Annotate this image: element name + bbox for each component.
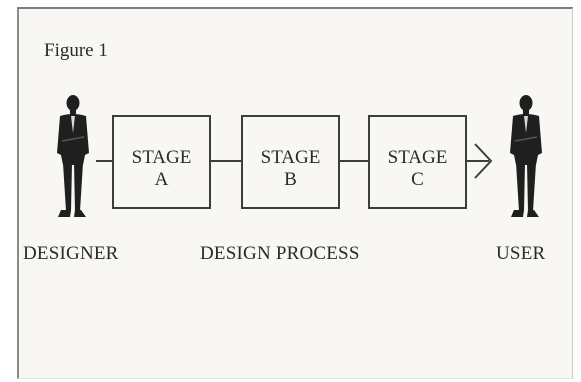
stage-b-box: STAGE B [241,115,340,209]
stage-c-line2: C [370,169,465,191]
connector-line [96,160,113,162]
stage-b-line1: STAGE [243,147,338,169]
designer-person-icon [52,93,94,228]
stage-b-line2: B [243,169,338,191]
user-person-icon [505,93,547,228]
stage-c-box: STAGE C [368,115,467,209]
stage-a-line1: STAGE [114,147,209,169]
connector-line [211,160,242,162]
figure-label: Figure 1 [44,40,108,62]
designer-label: DESIGNER [23,243,119,265]
stage-a-box: STAGE A [112,115,211,209]
user-label: USER [496,243,545,265]
arrow-head-icon [465,140,495,184]
stage-c-line1: STAGE [370,147,465,169]
stage-a-line2: A [114,169,209,191]
design-process-label: DESIGN PROCESS [200,243,360,265]
connector-line [340,160,369,162]
